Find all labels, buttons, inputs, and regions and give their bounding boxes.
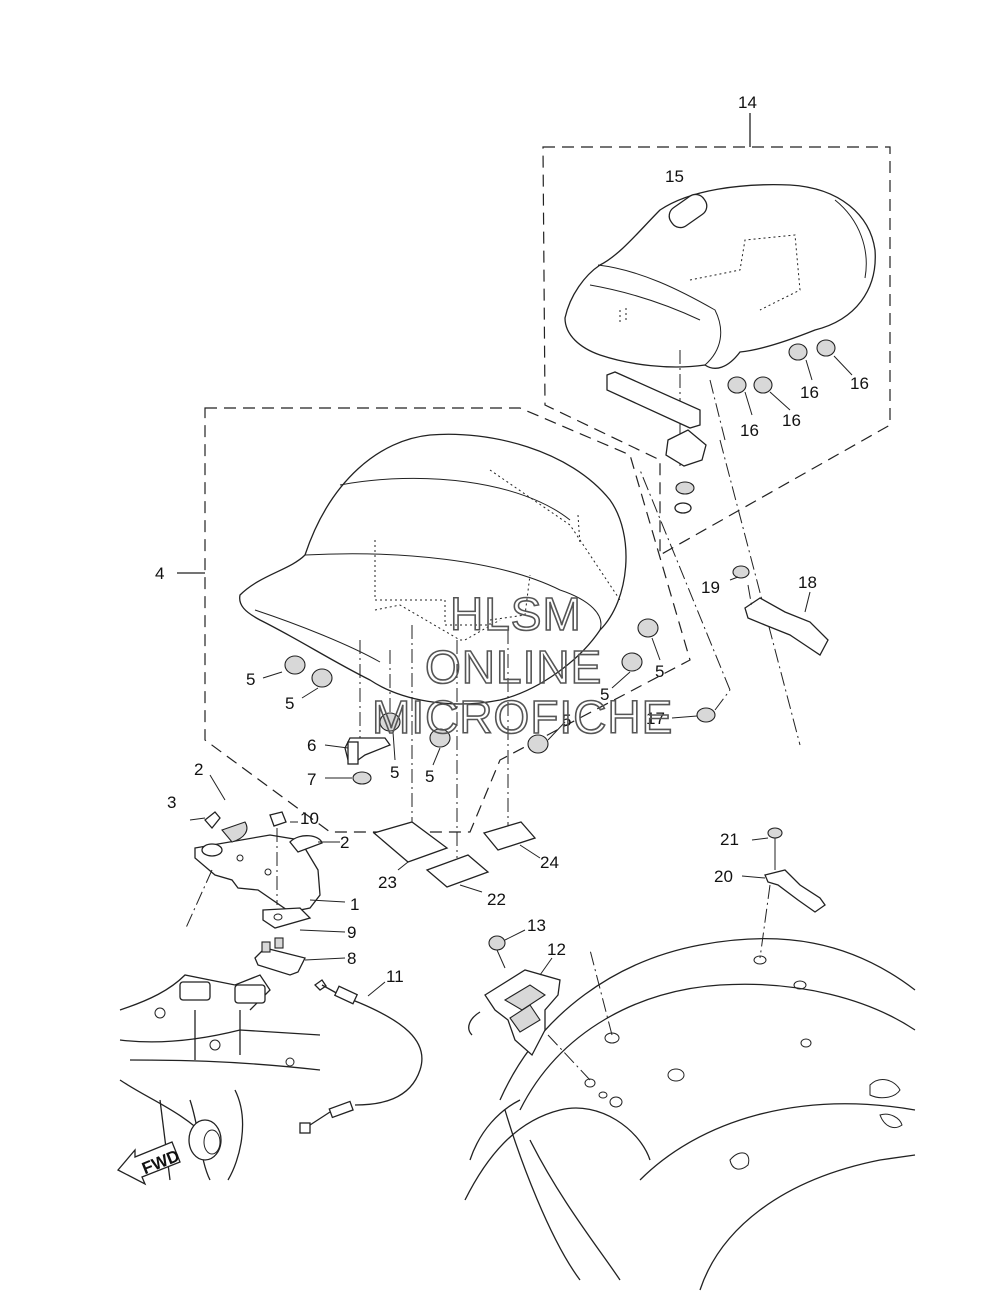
callout-5: 5	[246, 670, 255, 689]
bracket-6	[324, 737, 392, 785]
watermark-line-2: ONLINE	[425, 641, 602, 693]
seat-lock-bracket	[184, 774, 346, 976]
main-seat	[239, 433, 627, 858]
watermark-line-3: MICROFICHE	[372, 691, 673, 743]
watermark-line-1: HLSM	[450, 588, 582, 640]
callout-6: 6	[307, 736, 316, 755]
callout-17: 17	[646, 709, 665, 728]
callout-8: 8	[347, 949, 356, 968]
callout-18: 18	[798, 573, 817, 592]
callout-11: 11	[386, 967, 404, 986]
fwd-arrow: FWD	[116, 1141, 182, 1186]
seat-hook-bracket	[468, 929, 613, 1081]
bracket-20	[741, 827, 826, 959]
damper-5	[262, 618, 661, 766]
bracket-18	[639, 469, 829, 723]
main-seat-group-box	[177, 407, 691, 833]
pillion-seat-group-box	[542, 113, 891, 557]
pillion-seat	[564, 184, 876, 746]
callout-19: 19	[701, 578, 720, 597]
callout-2: 2	[194, 760, 203, 779]
rear-fender	[464, 938, 916, 1291]
callout-labels: 1 2 2 3 4 5 5 5 5 5 5 5 6 7 8 9 10 11 12…	[155, 93, 869, 986]
callout-14: 14	[738, 93, 757, 112]
callout-22: 22	[487, 890, 506, 909]
damper-16	[727, 339, 853, 416]
callout-4: 4	[155, 564, 164, 583]
callout-5: 5	[600, 685, 609, 704]
callout-5: 5	[562, 711, 571, 730]
callout-16: 16	[800, 383, 819, 402]
callout-7: 7	[307, 770, 316, 789]
pillion-bracket	[606, 371, 707, 514]
callout-21: 21	[720, 830, 739, 849]
callout-16: 16	[782, 411, 801, 430]
callout-3: 3	[167, 793, 176, 812]
callout-12: 12	[547, 940, 566, 959]
callout-16: 16	[850, 374, 869, 393]
callout-5: 5	[425, 767, 434, 786]
fwd-label: FWD	[139, 1146, 182, 1178]
callout-16: 16	[740, 421, 759, 440]
callout-10: 10	[300, 809, 319, 828]
callout-13: 13	[527, 916, 546, 935]
callout-23: 23	[378, 873, 397, 892]
callout-9: 9	[347, 923, 356, 942]
seat-lock-cable	[299, 979, 423, 1134]
callout-2: 2	[340, 833, 349, 852]
frame-section	[119, 974, 321, 1181]
callout-1: 1	[350, 895, 359, 914]
label-stickers	[372, 821, 541, 893]
callout-5: 5	[285, 694, 294, 713]
callout-5: 5	[655, 662, 664, 681]
watermark: HLSM ONLINE MICROFICHE	[371, 587, 673, 744]
callout-15: 15	[665, 167, 684, 186]
callout-24: 24	[540, 853, 559, 872]
callout-20: 20	[714, 867, 733, 886]
callout-5: 5	[390, 763, 399, 782]
